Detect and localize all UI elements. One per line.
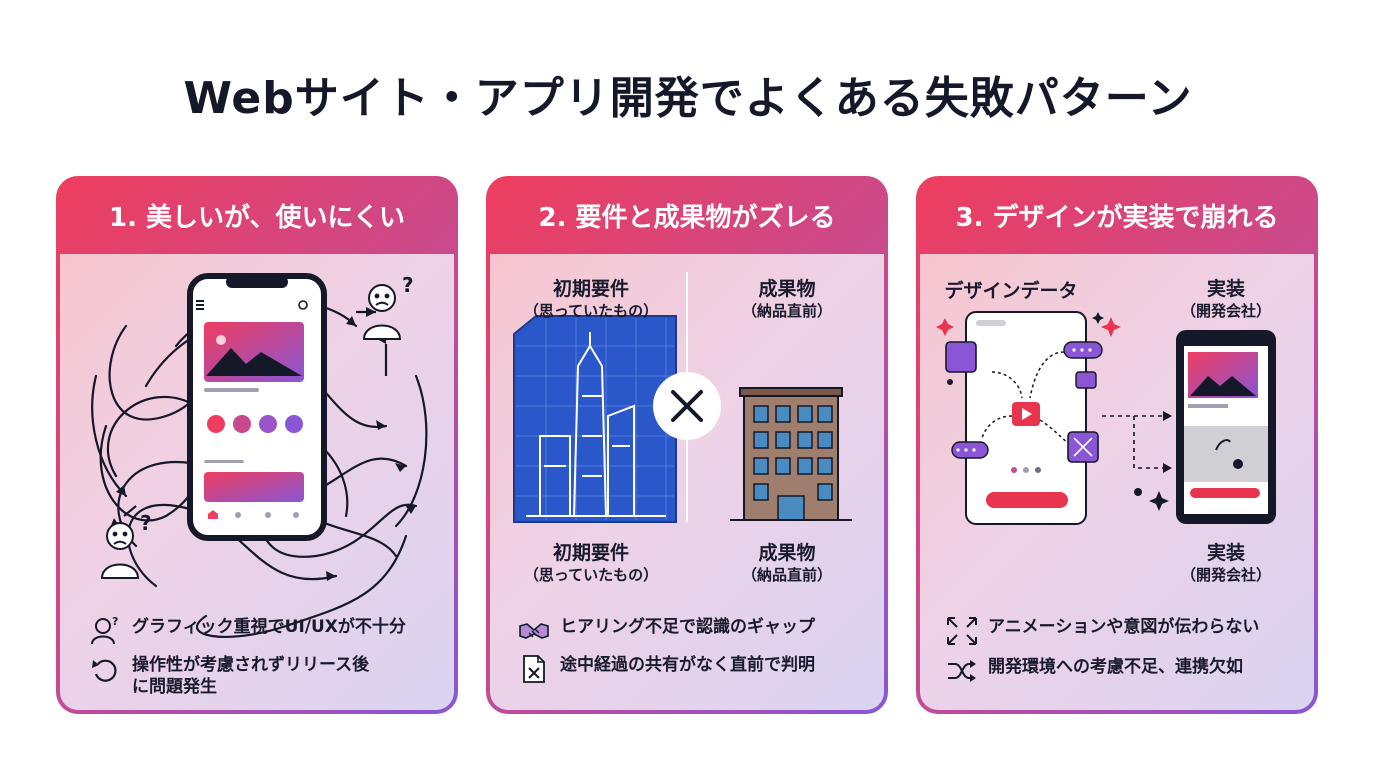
implementation-phone-mockup (1176, 330, 1276, 524)
card-heading: 1. 美しいが、使いにくい (109, 202, 405, 233)
svg-text:?: ? (112, 616, 118, 628)
confused-person-icon (362, 284, 402, 340)
question-mark: ? (402, 273, 414, 297)
label-initial-requirements-sub: （思っていたもの） (523, 302, 659, 320)
bullet-item: ? グラフィック重視でUI/UXが不十分 (90, 616, 406, 646)
label-initial-requirements: 初期要件 (552, 542, 629, 564)
card-heading: 3. デザインが実装で崩れる (955, 202, 1279, 233)
card-requirement-gap: 2. 要件と成果物がズレる (486, 176, 888, 714)
page-title: Webサイト・アプリ開発でよくある失敗パターン (183, 73, 1193, 124)
card-heading: 2. 要件と成果物がズレる (538, 202, 836, 233)
bullet-item: アニメーションや意図が伝わらない (946, 616, 1259, 646)
design-to-implementation-illustration (936, 311, 1276, 525)
document-x-icon (523, 655, 545, 683)
label-design-data: デザインデータ (944, 280, 1078, 302)
bullet-item: 途中経過の共有がなく直前で判明 (518, 654, 815, 684)
handoff-arrows (1102, 415, 1164, 469)
label-deliverable: 成果物 (758, 542, 816, 564)
label-initial-requirements-sub: （思っていたもの） (523, 566, 659, 584)
card-design-breakdown: 3. デザインが実装で崩れる (916, 176, 1318, 714)
bullet-item: 開発環境への考慮不足、連携欠如 (946, 656, 1243, 686)
expand-arrows-icon (947, 617, 977, 645)
design-data-mockup (936, 311, 1121, 525)
phone-mockup (187, 273, 327, 541)
bullet-item: 操作性が考慮されずリリース後に問題発生 (90, 654, 369, 698)
shuffle-icon (948, 660, 976, 682)
blueprint-icon (513, 315, 677, 523)
confused-person-icon (100, 522, 140, 579)
handshake-icon (519, 623, 549, 639)
label-implementation-sub: （開発会社） (1180, 566, 1271, 584)
tangled-app-illustration: ? ? (91, 273, 428, 639)
label-deliverable-sub: （納品直前） (741, 566, 832, 584)
undo-arrow-icon (92, 659, 117, 682)
label-initial-requirements: 初期要件 (552, 278, 629, 300)
label-deliverable: 成果物 (758, 278, 816, 300)
label-implementation: 実装 (1206, 278, 1245, 300)
label-implementation-sub: （開発会社） (1180, 302, 1271, 320)
label-implementation: 実装 (1206, 542, 1245, 564)
confused-person-icon: ? (91, 616, 118, 645)
bullet-item: ヒアリング不足で認識のギャップ (518, 616, 815, 646)
card-ux-failure: 1. 美しいが、使いにくい (56, 176, 458, 714)
building-icon (730, 387, 852, 521)
mismatch-x-icon (653, 372, 721, 440)
label-deliverable-sub: （納品直前） (741, 302, 832, 320)
requirement-vs-deliverable-illustration (513, 272, 852, 523)
question-mark: ? (140, 511, 152, 535)
